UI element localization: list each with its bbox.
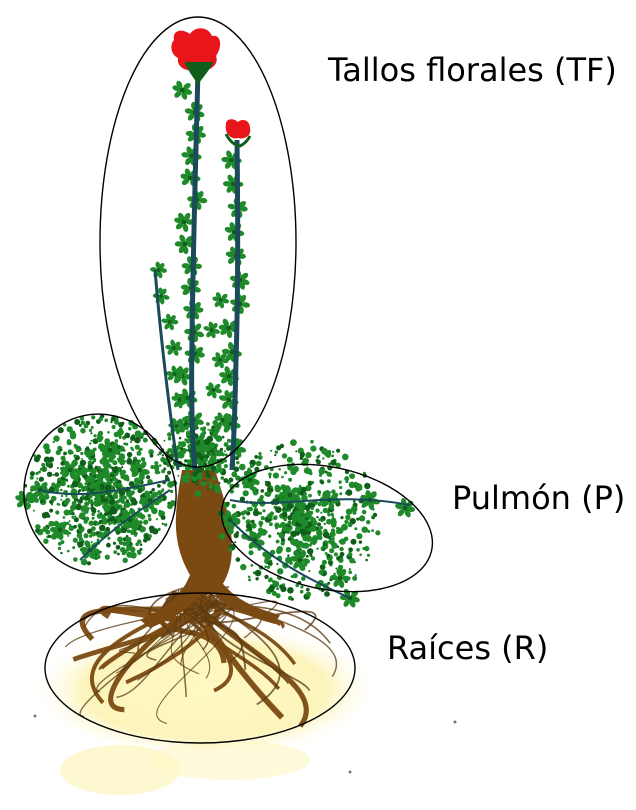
- red-flower-icon: [171, 28, 220, 82]
- label-roots: Raíces (R): [387, 632, 548, 664]
- label-flower-stalks: Tallos florales (TF): [328, 54, 617, 86]
- label-lung: Pulmón (P): [452, 482, 625, 514]
